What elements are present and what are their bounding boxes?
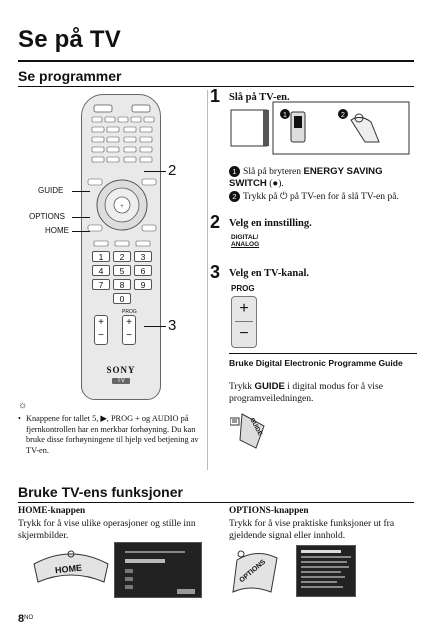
prog-label: PROG (231, 284, 255, 293)
guide-box-text: Trykk GUIDE i digital modus for å vise p… (229, 381, 417, 405)
home-button-title: HOME-knappen (18, 506, 86, 516)
options-menu-screen (296, 545, 356, 597)
section-title-se-programmer: Se programmer (18, 68, 122, 84)
step-1-b-text: Trykk på ⏻ på TV-en for å slå TV-en på. (243, 191, 399, 202)
step-1-title: Slå på TV-en. (229, 92, 290, 103)
prog-label-remote: PROG (122, 309, 137, 315)
callout-line-options (72, 217, 90, 218)
key-7: 7 (92, 279, 110, 290)
tv-power-illustration: 1 2 (229, 100, 413, 156)
digital-analog-line2: ANALOG (231, 241, 260, 248)
remote-tv-label: TV (112, 378, 130, 384)
page-number: 8NO (18, 613, 33, 625)
home-button-text: Trykk for å vise ulike operasjoner og st… (18, 518, 196, 541)
digital-analog-button: DIGITAL/ ANALOG (231, 234, 259, 248)
callout-line-guide (72, 191, 90, 192)
digital-analog-line1: DIGITAL/ (231, 234, 259, 241)
step-3-number: 3 (210, 262, 221, 282)
badge-1-icon: 1 (229, 166, 240, 178)
tip-text: Knappene for tallet 5, ▶, PROG + og AUDI… (26, 414, 199, 455)
column-divider (207, 90, 208, 470)
callout-number-3: 3 (168, 317, 177, 334)
title-rule (18, 60, 414, 62)
page-title: Se på TV (18, 26, 121, 53)
step-2-title: Velg en innstilling. (229, 218, 312, 229)
number-keypad: 1 2 3 4 5 6 7 8 9 0 (92, 251, 152, 304)
step-1-a-after: (●). (266, 178, 284, 189)
guide-text-before: Trykk (229, 381, 255, 392)
svg-text:+: + (120, 202, 124, 210)
step-1-a-text: Slå på bryteren (243, 166, 304, 177)
options-button-text: Trykk for å vise praktiske funksjoner ut… (229, 518, 395, 541)
energy-saving-switch-label: ENERGY SAVING SWITCH (229, 166, 383, 189)
key-8: 8 (113, 279, 131, 290)
prog-rocker: +− (122, 315, 136, 345)
key-0: 0 (113, 293, 131, 304)
remote-drawing: + (87, 104, 157, 247)
options-button-title: OPTIONS-knappen (229, 506, 309, 516)
step-3-title: Velg en TV-kanal. (229, 268, 310, 279)
key-2: 2 (113, 251, 131, 262)
page-lang-code: NO (24, 615, 34, 621)
svg-text:1: 1 (283, 112, 287, 119)
key-1: 1 (92, 251, 110, 262)
callout-number-2: 2 (168, 162, 177, 179)
guide-text-after: i digital modus for å vise programveiled… (229, 381, 383, 404)
tip-bullet: • (18, 414, 21, 423)
remote-brand: SONY (106, 365, 136, 375)
callout-options: OPTIONS (29, 212, 66, 221)
key-3: 3 (134, 251, 152, 262)
options-button-illustration: OPTIONS (231, 548, 283, 596)
section-2-rule (18, 502, 414, 503)
callout-line-2 (144, 171, 166, 172)
badge-2-icon: 2 (229, 191, 240, 203)
home-menu-screen (114, 542, 202, 598)
key-4: 4 (92, 265, 110, 276)
section-title-funksjoner: Bruke TV-ens funksjoner (18, 484, 183, 500)
callout-line-3 (144, 326, 166, 327)
step-2-number: 2 (210, 212, 221, 232)
guide-box-title: Bruke Digital Electronic Programme Guide (229, 358, 403, 368)
key-6: 6 (134, 265, 152, 276)
tip-lightbulb-icon: ☼ (18, 400, 28, 411)
key-5: 5 (113, 265, 131, 276)
tip-text-block: • Knappene for tallet 5, ▶, PROG + og AU… (18, 414, 203, 456)
guide-text-bold: GUIDE (254, 381, 285, 392)
page-number-value: 8 (18, 613, 25, 625)
svg-text:2: 2 (341, 112, 345, 119)
section-rule (18, 86, 414, 87)
step-1-number: 1 (210, 86, 221, 106)
callout-home: HOME (45, 226, 69, 235)
remote-control-illustration: + 1 2 3 4 5 6 7 8 9 0 PROG +− +− SONY TV (81, 94, 161, 400)
callout-guide: GUIDE (38, 186, 64, 195)
prog-rocker-illustration: + − (231, 296, 257, 348)
home-button-illustration: HOME (30, 548, 112, 586)
guide-box-rule (229, 353, 417, 354)
volume-rocker: +− (94, 315, 108, 345)
key-9: 9 (134, 279, 152, 290)
guide-button-illustration: GUIDE (229, 412, 270, 450)
callout-line-home (72, 231, 90, 232)
